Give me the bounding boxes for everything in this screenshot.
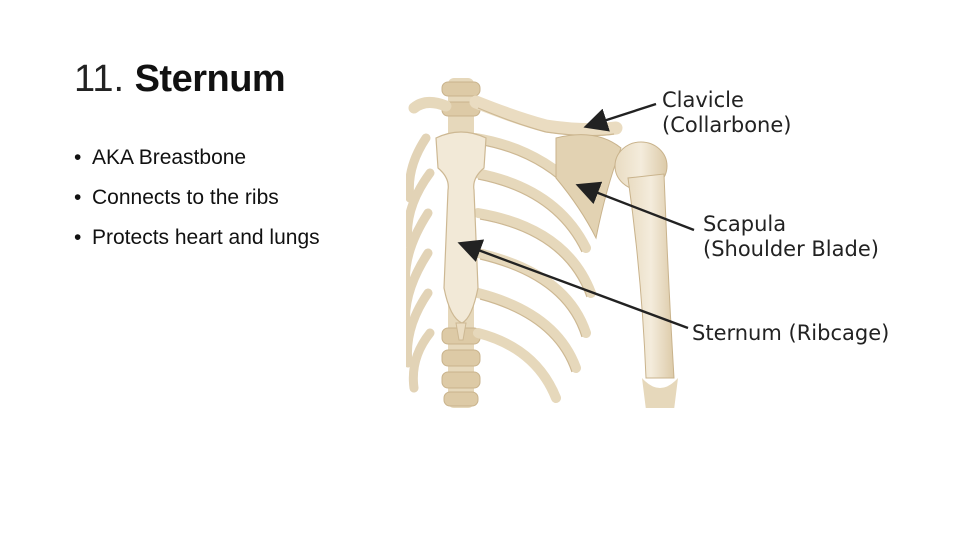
left-ribs (406, 133, 435, 393)
clavicle-label: Clavicle (Collarbone) (662, 88, 791, 138)
bullet-item: • Connects to the ribs (74, 178, 320, 218)
scapula-label-line2: (Shoulder Blade) (703, 237, 879, 261)
bullet-dot: • (74, 186, 82, 209)
bullet-text: Protects heart and lungs (92, 226, 320, 249)
clavicle-label-line2: (Collarbone) (662, 113, 792, 137)
bullet-item: • AKA Breastbone (74, 138, 320, 178)
bullet-list: • AKA Breastbone • Connects to the ribs • P… (74, 138, 320, 258)
rib-shading (477, 143, 588, 373)
bullet-dot: • (74, 226, 82, 249)
clavicle-label-line1: Clavicle (662, 88, 744, 112)
title-number: 11. (74, 58, 125, 100)
bullet-item: • Protects heart and lungs (74, 218, 320, 258)
scapula-arrow (575, 181, 695, 232)
scapula-label-line1: Scapula (703, 212, 787, 236)
clavicle-arrow (583, 102, 657, 132)
title-word: Sternum (134, 58, 286, 100)
scapula-label: Scapula (Shoulder Blade) (703, 212, 879, 262)
sternum-arrow (457, 239, 689, 330)
bullet-text: Connects to the ribs (92, 186, 279, 209)
bullet-text: AKA Breastbone (92, 146, 247, 169)
sternum (435, 131, 487, 341)
humerus (614, 141, 678, 410)
bullet-dot: • (74, 146, 82, 169)
sternum-label: Sternum (Ribcage) (692, 321, 890, 345)
slide-title: 11. Sternum (74, 58, 286, 101)
